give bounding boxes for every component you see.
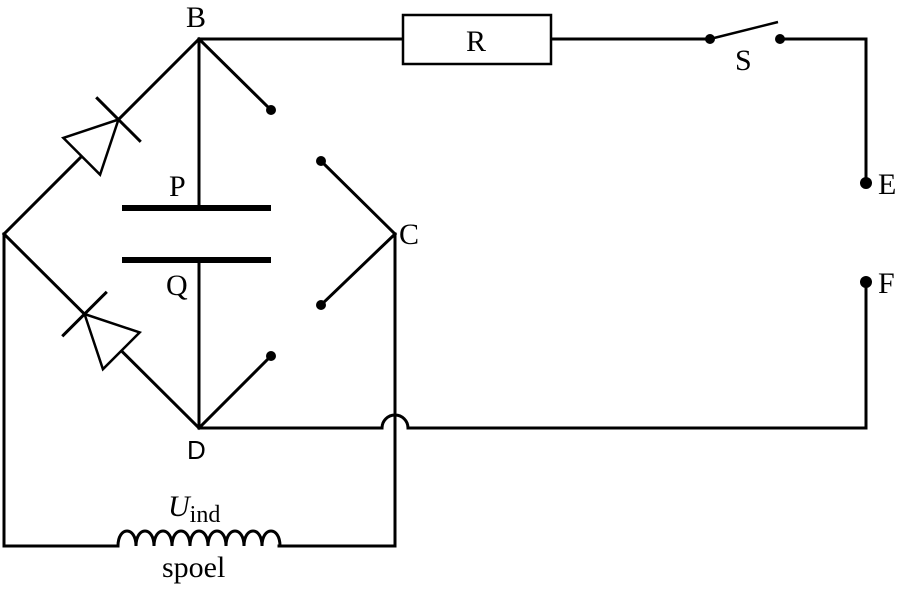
label-u-main: U xyxy=(168,490,192,523)
inductor-coil xyxy=(116,529,282,548)
switch xyxy=(705,20,785,44)
bridge-left xyxy=(1,36,202,431)
label-p: P xyxy=(169,170,186,203)
diode-lower xyxy=(61,290,142,372)
label-e: E xyxy=(878,168,896,201)
label-d: D xyxy=(187,435,206,465)
label-b: B xyxy=(186,1,206,34)
bridge-right xyxy=(196,36,398,548)
label-f: F xyxy=(878,267,895,300)
label-r: R xyxy=(466,25,486,58)
coil-loop xyxy=(2,232,397,548)
terminal-e xyxy=(860,177,872,189)
label-s: S xyxy=(735,44,752,77)
resistor xyxy=(401,13,553,66)
top-wire xyxy=(197,37,868,185)
diode-upper xyxy=(61,96,142,177)
label-q: Q xyxy=(166,269,188,302)
label-c: C xyxy=(399,218,419,251)
label-u-ind: Uind xyxy=(168,490,220,528)
label-spoel: spoel xyxy=(162,551,225,584)
capacitor xyxy=(122,205,271,263)
label-u-sub: ind xyxy=(190,502,221,528)
bottom-wire xyxy=(197,280,868,430)
